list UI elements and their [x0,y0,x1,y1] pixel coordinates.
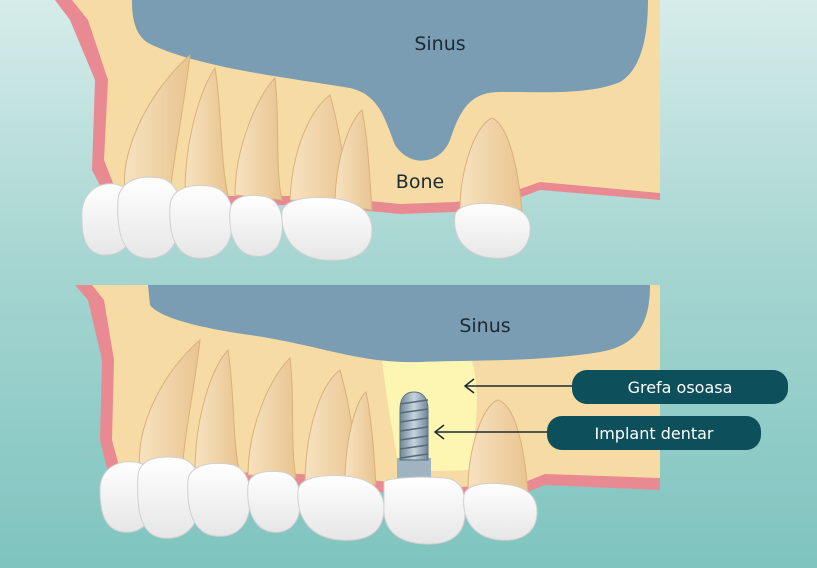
callout-arrows [433,378,572,440]
callout-implant-label: Implant dentar [594,424,713,443]
graft-arrow-head [463,378,475,394]
bottom-sinus [148,285,650,363]
top-panel: Sinus Bone [55,0,660,261]
callout-implant: Implant dentar [547,416,761,450]
top-roots [123,53,523,213]
implant-arrow-head [433,424,445,440]
bottom-crowns [99,456,538,545]
bottom-sinus-label: Sinus [459,315,510,337]
callout-graft-label: Grefa osoasa [628,378,733,397]
implant-screw [399,391,429,461]
callout-graft: Grefa osoasa [572,370,788,404]
top-bone-label: Bone [396,171,444,193]
bottom-roots [138,338,529,493]
top-sinus-label: Sinus [414,33,465,55]
implant-abutment [397,458,431,480]
top-sinus [132,0,648,161]
implant [397,391,431,480]
top-crowns [81,176,531,261]
bottom-panel: Sinus [75,285,788,545]
callout-graft-pill [572,370,788,404]
callout-implant-pill [547,416,761,450]
